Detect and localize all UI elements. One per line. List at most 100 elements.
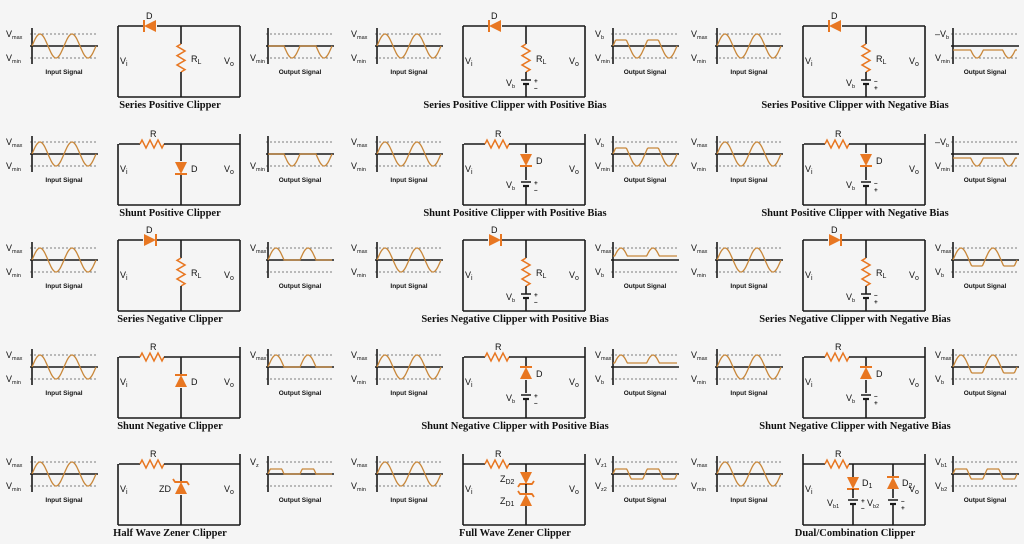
series-diode-icon — [144, 20, 156, 32]
vi-label: Vi — [465, 377, 473, 389]
vmax-label: Vmax — [351, 350, 368, 362]
input-signal-caption: Input Signal — [45, 177, 82, 184]
series-resistor-label: R — [495, 449, 502, 459]
output-waveform — [613, 354, 677, 364]
diode-label: ZD — [159, 484, 171, 494]
vi-label: Vi — [120, 270, 128, 282]
circuit-title: Shunt Negative Clipper with Positive Bia… — [421, 421, 609, 432]
circuit-title: Series Negative Clipper with Positive Bi… — [421, 314, 609, 325]
load-label: RL — [876, 268, 887, 280]
bias-label: Vb — [846, 393, 855, 405]
series-diode-icon — [144, 234, 156, 246]
load-label: RL — [876, 54, 887, 66]
series-diode-icon — [829, 20, 841, 32]
vmax-label: Vmax — [6, 350, 23, 362]
resistor-zigzag — [484, 458, 510, 470]
series-resistor-label: R — [835, 342, 842, 352]
load-resistor-zigzag — [175, 257, 187, 287]
output-signal-caption: Output Signal — [964, 497, 1007, 504]
bias-polarity-top: – — [874, 292, 878, 299]
vo-label: Vo — [569, 484, 579, 496]
output-upper-label: Vz1 — [595, 457, 607, 469]
load-label: RL — [536, 54, 547, 66]
circuit-title: Shunt Negative Clipper with Negative Bia… — [759, 421, 951, 432]
diode-label: D — [491, 11, 498, 21]
vmax-label: Vmax — [691, 137, 708, 149]
bias-polarity-bottom: + — [901, 505, 905, 512]
vmin-label: Vmin — [351, 481, 366, 493]
output-signal-caption: Output Signal — [279, 390, 322, 397]
vi-label: Vi — [120, 56, 128, 68]
bias-label: Vb — [506, 393, 515, 405]
dual-diode-icon — [887, 477, 899, 489]
vmin-label: Vmin — [691, 481, 706, 493]
vi-label: Vi — [465, 164, 473, 176]
resistor-zigzag — [824, 458, 850, 470]
resistor-zigzag — [484, 138, 510, 150]
vmax-label: Vmax — [691, 457, 708, 469]
shunt-diode-icon — [175, 482, 187, 494]
load-label: RL — [191, 268, 202, 280]
bias-polarity-top: + — [534, 78, 538, 85]
circuit-title: Dual/Combination Clipper — [794, 528, 916, 539]
vo-label: Vo — [569, 164, 579, 176]
output-lower-label: Vmin — [595, 161, 610, 173]
shunt-diode-icon — [860, 154, 872, 166]
output-upper-label: –Vb — [935, 137, 949, 149]
bias-polarity-top: + — [534, 292, 538, 299]
circuit-title: Half Wave Zener Clipper — [113, 528, 227, 539]
vmax-label: Vmax — [6, 243, 23, 255]
bias-label: Vb — [846, 180, 855, 192]
output-waveform — [612, 39, 678, 59]
input-waveform — [31, 247, 97, 273]
output-upper-label: Vmax — [935, 350, 952, 362]
circuit-title: Series Negative Clipper — [117, 314, 223, 325]
circuit-title: Series Positive Clipper — [119, 100, 221, 111]
input-signal-caption: Input Signal — [390, 177, 427, 184]
diode-label: D — [491, 225, 498, 235]
bias-polarity-bottom: + — [874, 400, 878, 407]
diode-label: D — [536, 156, 543, 166]
circuit-title: Shunt Positive Clipper with Negative Bia… — [761, 208, 949, 219]
output-signal-caption: Output Signal — [624, 283, 667, 290]
bias-label: Vb2 — [867, 498, 879, 510]
output-lower-label: Vz2 — [595, 481, 607, 493]
output-upper-label: Vz — [250, 457, 259, 469]
output-upper-label: Vmax — [595, 243, 612, 255]
diode-label: D — [536, 369, 543, 379]
vo-label: Vo — [909, 484, 919, 496]
diode-label: D — [191, 377, 198, 387]
vmin-label: Vmin — [691, 267, 706, 279]
output-waveform — [952, 354, 1018, 374]
vmax-label: Vmax — [6, 137, 23, 149]
output-lower-label: Vb — [595, 374, 604, 386]
output-lower-label: Vb — [595, 267, 604, 279]
output-signal-caption: Output Signal — [964, 177, 1007, 184]
vi-label: Vi — [805, 164, 813, 176]
output-signal-caption: Output Signal — [964, 390, 1007, 397]
diode-label: D — [831, 11, 838, 21]
bias-polarity-bottom: – — [534, 85, 538, 92]
output-signal-caption: Output Signal — [964, 283, 1007, 290]
bias-polarity-top: + — [534, 180, 538, 187]
output-signal-caption: Output Signal — [624, 390, 667, 397]
bias-polarity-bottom: + — [874, 187, 878, 194]
vi-label: Vi — [120, 377, 128, 389]
output-waveform — [613, 247, 677, 257]
output-signal-caption: Output Signal — [279, 283, 322, 290]
vmax-label: Vmax — [6, 29, 23, 41]
